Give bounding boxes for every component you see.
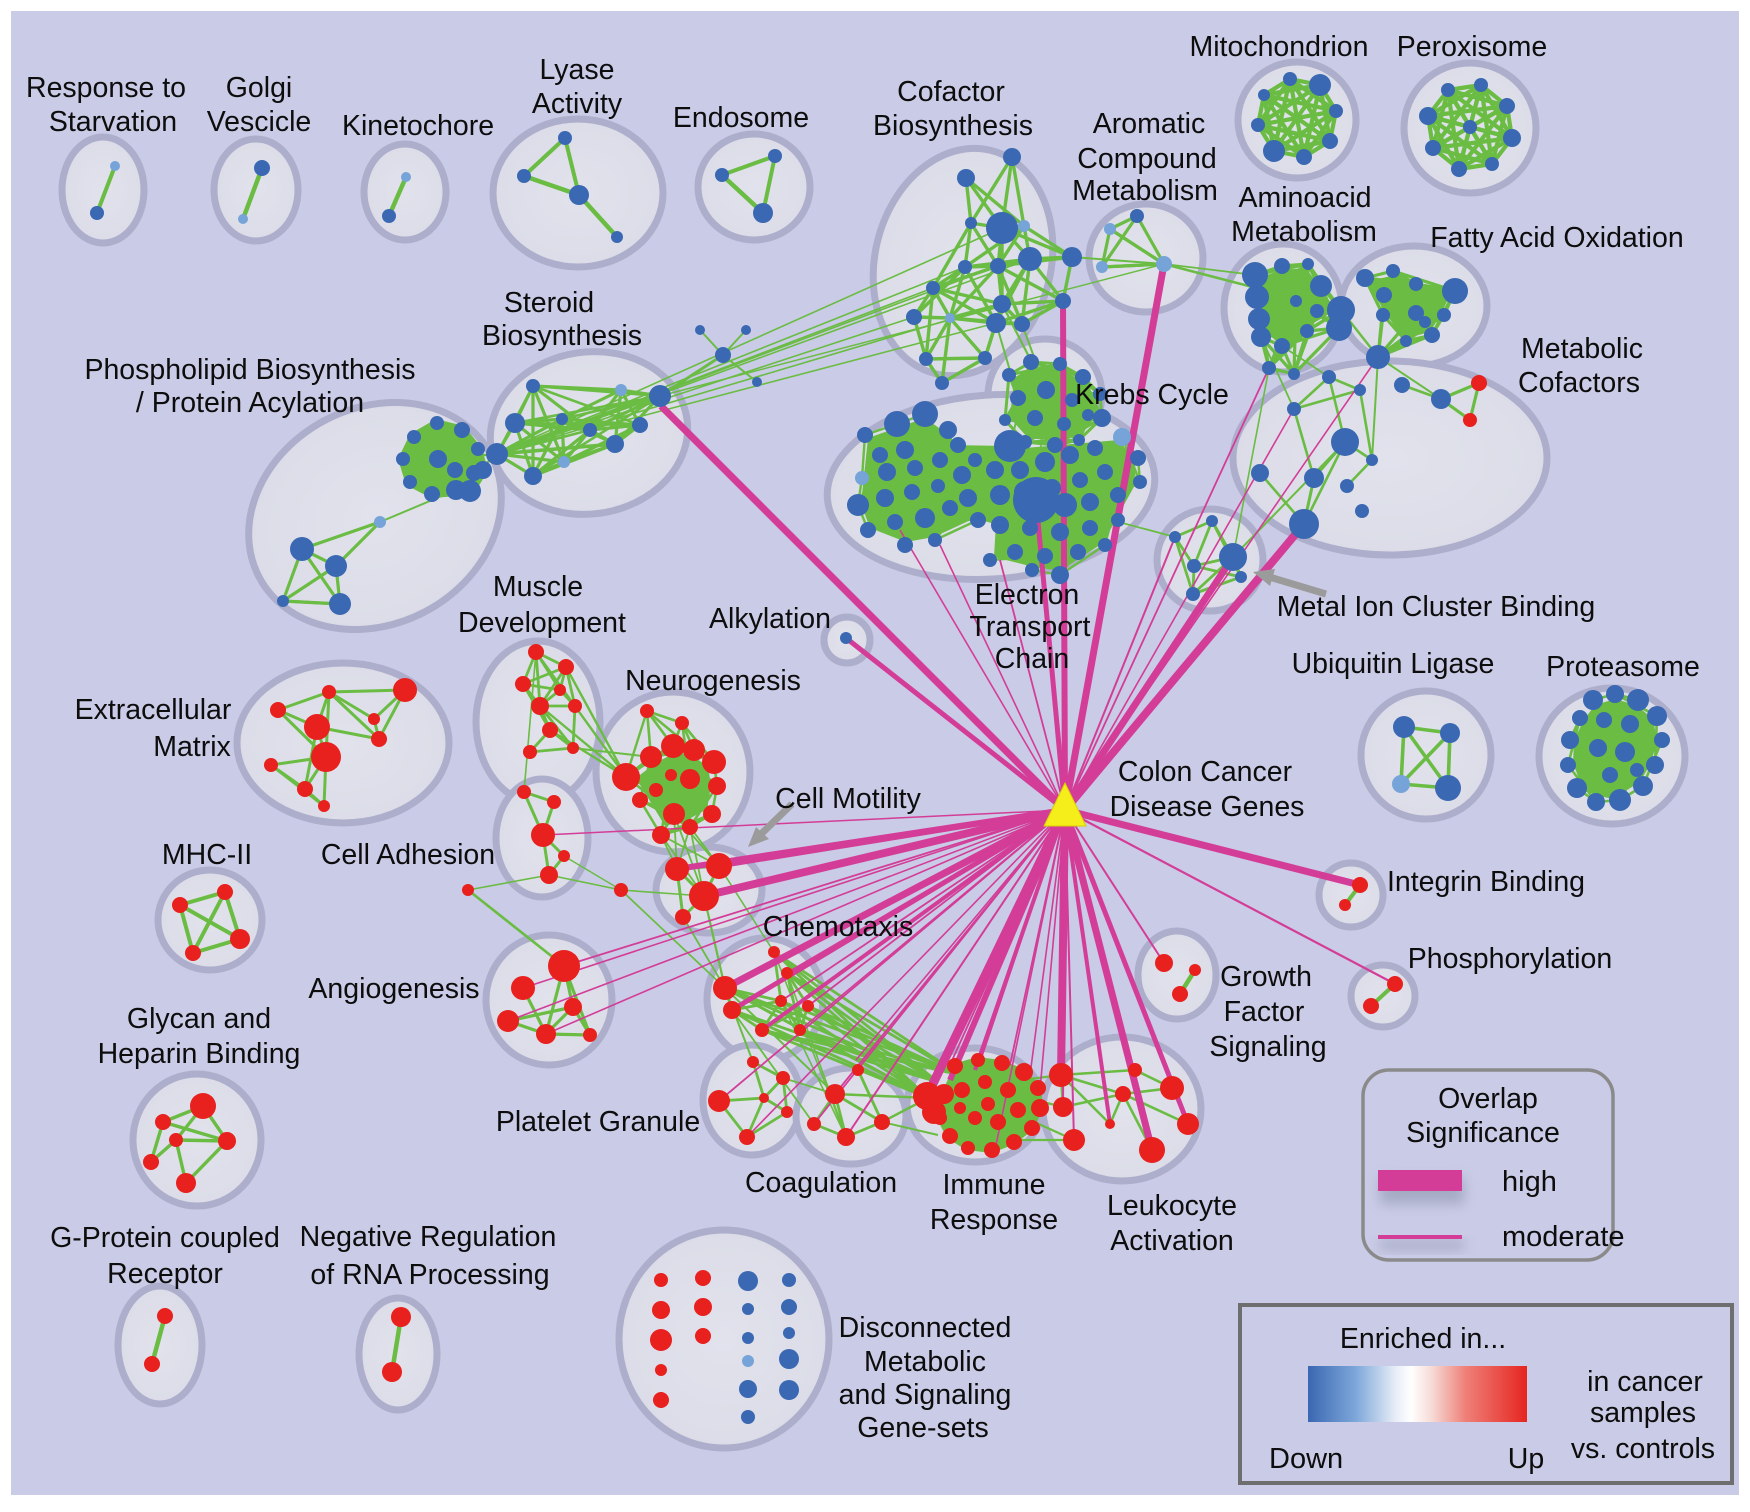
svg-text:Platelet Granule: Platelet Granule — [496, 1106, 700, 1138]
svg-text:Significance: Significance — [1406, 1117, 1560, 1149]
svg-text:Up: Up — [1508, 1443, 1544, 1475]
svg-text:Response: Response — [930, 1204, 1058, 1236]
svg-text:Vescicle: Vescicle — [207, 106, 312, 138]
svg-text:Gene-sets: Gene-sets — [857, 1412, 988, 1444]
svg-text:Response to: Response to — [26, 72, 186, 104]
svg-text:Biosynthesis: Biosynthesis — [873, 110, 1033, 142]
svg-text:Biosynthesis: Biosynthesis — [482, 320, 642, 352]
svg-text:MHC-II: MHC-II — [162, 839, 252, 871]
svg-text:Activity: Activity — [532, 88, 623, 120]
svg-text:Metabolic: Metabolic — [864, 1346, 986, 1378]
svg-text:Colon Cancer: Colon Cancer — [1118, 756, 1293, 788]
svg-text:Starvation: Starvation — [49, 106, 177, 138]
svg-text:Matrix: Matrix — [153, 731, 231, 763]
svg-text:Immune: Immune — [943, 1169, 1046, 1201]
svg-text:Factor: Factor — [1224, 996, 1305, 1028]
svg-text:moderate: moderate — [1502, 1221, 1625, 1253]
svg-text:Overlap: Overlap — [1438, 1083, 1538, 1115]
svg-text:Chemotaxis: Chemotaxis — [763, 911, 913, 943]
svg-text:Leukocyte: Leukocyte — [1107, 1190, 1237, 1222]
svg-text:Negative Regulation: Negative Regulation — [300, 1221, 557, 1253]
svg-text:Mitochondrion: Mitochondrion — [1189, 31, 1368, 63]
svg-text:Activation: Activation — [1110, 1225, 1234, 1257]
svg-text:Signaling: Signaling — [1209, 1031, 1326, 1063]
svg-text:Neurogenesis: Neurogenesis — [625, 665, 801, 697]
svg-text:Ubiquitin Ligase: Ubiquitin Ligase — [1292, 648, 1495, 680]
svg-text:Aromatic: Aromatic — [1093, 108, 1205, 140]
svg-text:Cell Motility: Cell Motility — [775, 783, 921, 815]
svg-text:in cancer: in cancer — [1587, 1366, 1703, 1398]
svg-text:Growth: Growth — [1220, 961, 1312, 993]
svg-text:Lyase: Lyase — [540, 54, 615, 86]
svg-text:Development: Development — [458, 607, 626, 639]
svg-text:Extracellular: Extracellular — [75, 694, 232, 726]
svg-text:Integrin Binding: Integrin Binding — [1387, 866, 1585, 898]
svg-text:and Signaling: and Signaling — [839, 1379, 1012, 1411]
svg-text:Phospholipid Biosynthesis: Phospholipid Biosynthesis — [84, 354, 415, 386]
svg-text:Golgi: Golgi — [226, 72, 293, 104]
svg-text:of RNA Processing: of RNA Processing — [310, 1259, 549, 1291]
svg-text:Cofactor: Cofactor — [897, 76, 1005, 108]
svg-text:/ Protein Acylation: / Protein Acylation — [136, 387, 364, 419]
svg-text:Disease Genes: Disease Genes — [1110, 791, 1305, 823]
svg-text:Cell Adhesion: Cell Adhesion — [321, 839, 495, 871]
svg-text:Angiogenesis: Angiogenesis — [308, 973, 479, 1005]
svg-text:Metabolism: Metabolism — [1072, 175, 1218, 207]
svg-text:Enriched in...: Enriched in... — [1340, 1323, 1506, 1355]
svg-text:Compound: Compound — [1077, 143, 1216, 175]
svg-text:Endosome: Endosome — [673, 102, 809, 134]
svg-text:Disconnected: Disconnected — [839, 1312, 1012, 1344]
svg-text:G-Protein coupled: G-Protein coupled — [50, 1222, 280, 1254]
svg-text:Receptor: Receptor — [107, 1258, 223, 1290]
svg-text:Fatty Acid Oxidation: Fatty Acid Oxidation — [1430, 222, 1683, 254]
svg-text:Coagulation: Coagulation — [745, 1167, 897, 1199]
svg-text:Transport: Transport — [970, 611, 1091, 643]
svg-text:Metabolism: Metabolism — [1231, 216, 1377, 248]
svg-text:Peroxisome: Peroxisome — [1397, 31, 1547, 63]
svg-text:Steroid: Steroid — [504, 287, 594, 319]
svg-text:samples: samples — [1590, 1397, 1696, 1429]
svg-text:Electron: Electron — [975, 579, 1080, 611]
svg-text:Metabolic: Metabolic — [1521, 333, 1643, 365]
svg-text:Cofactors: Cofactors — [1518, 367, 1640, 399]
svg-text:Krebs Cycle: Krebs Cycle — [1075, 379, 1229, 411]
svg-text:Aminoacid: Aminoacid — [1238, 182, 1371, 214]
svg-text:Metal Ion Cluster Binding: Metal Ion Cluster Binding — [1277, 591, 1595, 623]
svg-text:vs. controls: vs. controls — [1571, 1433, 1715, 1465]
svg-text:Muscle: Muscle — [493, 571, 583, 603]
svg-text:Chain: Chain — [995, 643, 1069, 675]
svg-text:Proteasome: Proteasome — [1546, 651, 1700, 683]
svg-text:Alkylation: Alkylation — [709, 603, 831, 635]
svg-text:Heparin Binding: Heparin Binding — [98, 1038, 301, 1070]
svg-text:Down: Down — [1269, 1443, 1343, 1475]
svg-text:Kinetochore: Kinetochore — [342, 110, 494, 142]
svg-text:Phosphorylation: Phosphorylation — [1408, 943, 1612, 975]
svg-text:Glycan and: Glycan and — [127, 1003, 271, 1035]
svg-text:high: high — [1502, 1166, 1557, 1198]
